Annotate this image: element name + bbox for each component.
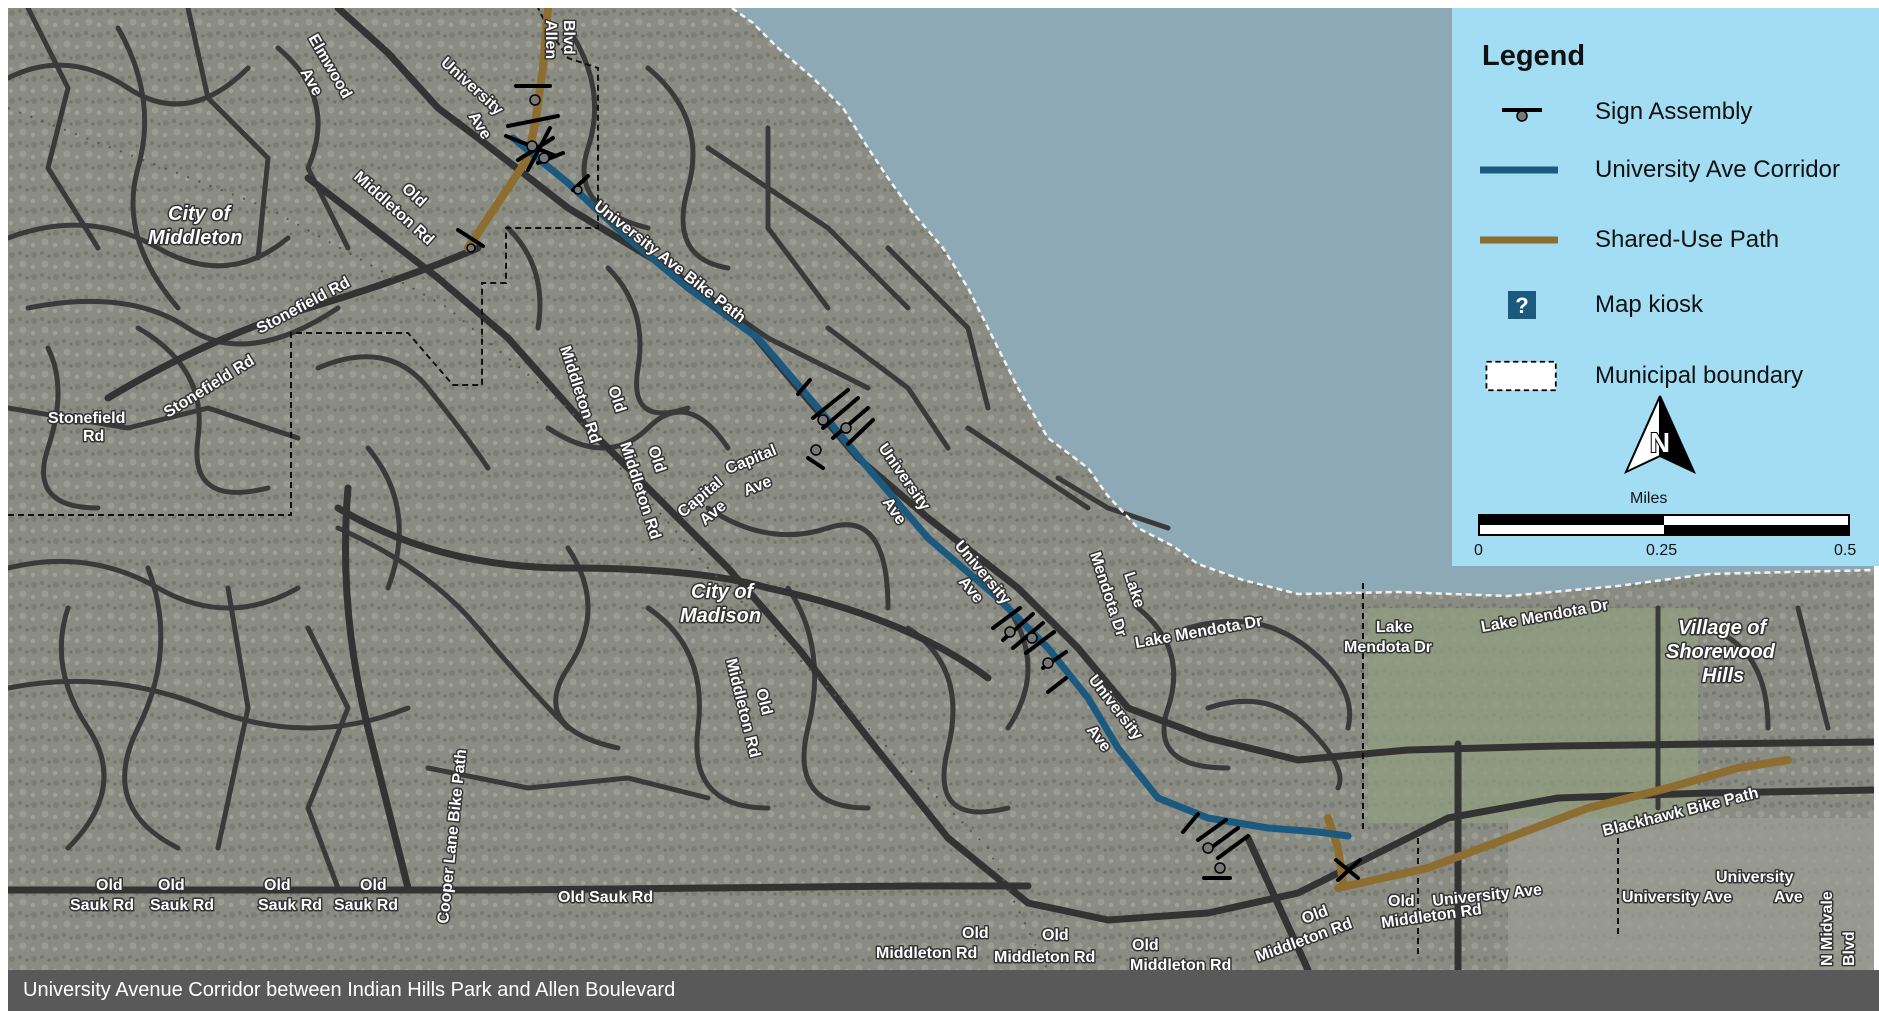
label-n-midvale-blvd: Blvd [1841,931,1858,966]
label-city-of-madison: City of [691,581,756,603]
label-old-middleton-b2-rd: Middleton Rd [994,949,1095,966]
label-old-sauk-1-rd: Sauk Rd [70,897,134,914]
label-old-middleton-b3: Old [1132,937,1159,954]
municipal-boundary [8,8,1619,958]
legend-item-corridor: University Ave Corridor [1452,150,1879,190]
map-kiosk-icon: ? [1508,291,1536,319]
label-madison: Madison [680,605,761,627]
sign-assembly-icon [1502,108,1542,122]
label-lake-mendota-2: Lake [1376,619,1413,636]
caption-text: University Avenue Corridor between India… [23,979,676,1001]
legend-label-sign-assembly: Sign Assembly [1595,98,1753,125]
label-lake-mendota-2-dr: Mendota Dr [1344,639,1432,656]
stonefield-road [104,244,482,402]
legend-item-shared-use-path: Shared-Use Path [1452,220,1879,260]
label-old-middleton-b1: Old [962,925,989,942]
scale-tick-025: 0.25 [1646,542,1678,559]
label-old-sauk-3-rd: Sauk Rd [258,897,322,914]
scale-bar-title: Miles [1630,490,1668,507]
map-caption: University Avenue Corridor between India… [8,970,1879,1011]
blackhawk-bike-path [1334,756,1792,892]
legend-label-shared-use-path: Shared-Use Path [1595,226,1780,253]
allen-blvd-path [464,8,552,252]
label-n-midvale: N Midvale [1819,891,1836,966]
label-village-of: Village of [1678,617,1769,639]
label-university-right-full: University Ave [1622,889,1732,906]
legend-item-map-kiosk: ? Map kiosk [1452,285,1879,325]
legend-label-map-kiosk: Map kiosk [1595,291,1704,318]
legend-panel: Legend Sign Assembly University Ave Corr… [1452,8,1879,566]
municipal-boundary-icon [1485,360,1557,392]
scale-bar [1478,514,1850,536]
lake-shoreline [731,8,1874,598]
label-old-sauk-2: Old [158,877,185,894]
local-roads [8,8,1831,891]
shared-use-paths [464,8,1792,892]
label-shorewood: Shorewood [1666,641,1776,663]
label-old-sauk-1: Old [96,877,123,894]
label-allen: Allen [542,20,559,59]
golf-course-area [1368,608,1698,823]
label-hills: Hills [1702,665,1744,687]
railroad-track [8,107,1049,970]
label-old-sauk-4-rd: Sauk Rd [334,897,398,914]
label-allen-blvd: Blvd [560,20,577,55]
sign-posts [466,94,1226,874]
sign-cluster-capital [796,378,875,470]
municipality-labels: City of Middleton City of Madison Villag… [147,202,1778,689]
label-old-middleton-b3-rd: Middleton Rd [1130,957,1231,970]
label-old-sauk-3: Old [264,877,291,894]
north-arrow-icon: N [1623,395,1697,475]
label-university-right-ave: Ave [1774,889,1803,906]
old-middleton-road [304,174,1874,924]
old-sauk-road [8,882,1032,894]
primary-roads [8,8,1874,970]
svg-text:?: ? [1515,293,1528,318]
label-stonefield-left-rd: Rd [83,428,104,445]
label-old-sauk-5: Old Sauk Rd [558,889,653,906]
svg-text:N: N [1650,427,1670,458]
shared-use-path-icon [1480,236,1558,244]
madison-loop-road [334,504,992,682]
university-ave-road [334,8,1874,764]
label-old-small: Old [1388,893,1415,910]
legend-item-municipal-boundary: Municipal boundary [1452,356,1879,396]
label-city-of-middleton: City of [168,203,233,225]
label-old-middleton-b1-rd: Middleton Rd [876,945,977,962]
legend-label-corridor: University Ave Corridor [1595,156,1840,183]
university-ave-corridor [509,134,1352,840]
legend-item-sign-assembly: Sign Assembly [1452,92,1879,132]
label-middleton: Middleton [148,227,242,249]
commercial-area [1508,818,1874,970]
label-old-sauk-4: Old [360,877,387,894]
label-university-right: University [1716,869,1793,886]
label-old-sauk-2-rd: Sauk Rd [150,897,214,914]
label-stonefield-left: Stonefield [48,410,125,427]
legend-title: Legend [1482,40,1586,72]
corridor-line-icon [1480,166,1558,174]
scale-tick-0: 0 [1474,542,1483,559]
legend-label-municipal-boundary: Municipal boundary [1595,362,1804,389]
label-old-middleton-b2: Old [1042,927,1069,944]
scale-tick-05: 0.5 [1834,542,1857,559]
